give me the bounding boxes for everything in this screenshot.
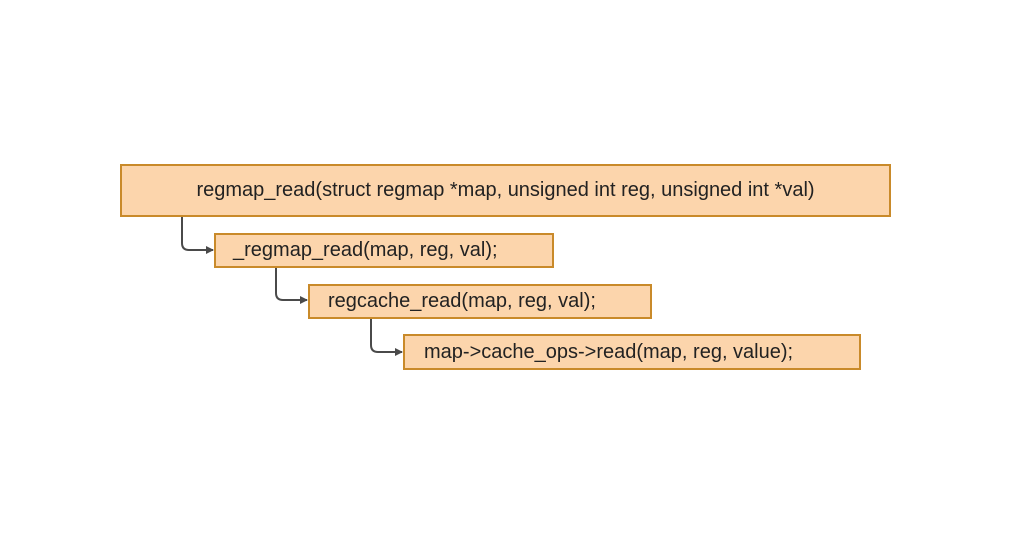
node-internal-regmap-read-label: _regmap_read(map, reg, val); (233, 239, 498, 261)
connector-root-to-level1 (181, 217, 214, 254)
node-cache-ops-read-label: map->cache_ops->read(map, reg, value); (424, 340, 794, 363)
connector-level2-to-level3 (370, 319, 403, 356)
node-cache-ops-read: map->cache_ops->read(map, reg, value); (403, 334, 861, 370)
node-regmap-read: regmap_read(struct regmap *map, unsigned… (120, 164, 891, 217)
node-regcache-read-label: regcache_read(map, reg, val); (328, 290, 596, 312)
node-regcache-read: regcache_read(map, reg, val); (308, 284, 652, 319)
connector-level1-to-level2 (275, 268, 308, 304)
node-internal-regmap-read: _regmap_read(map, reg, val); (214, 233, 554, 268)
node-regmap-read-label: regmap_read(struct regmap *map, unsigned… (196, 179, 815, 201)
